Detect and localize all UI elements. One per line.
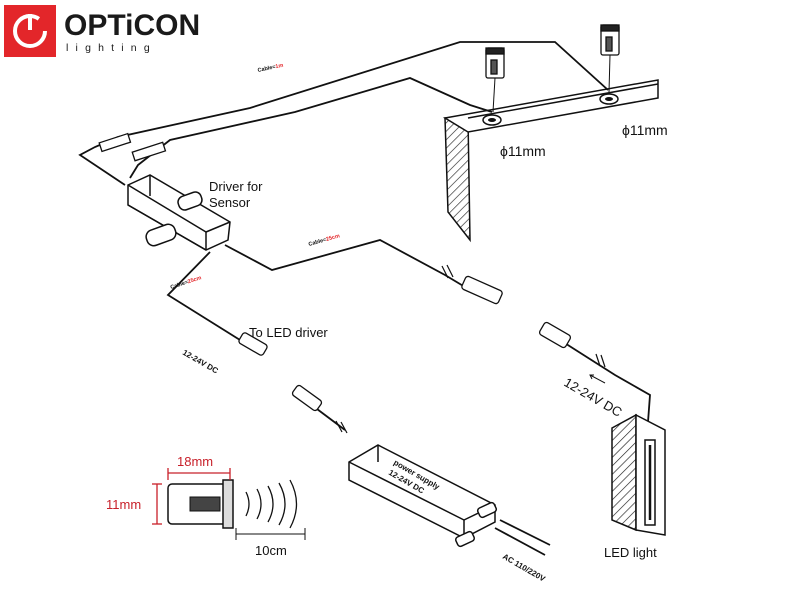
sensor-range-label: 10cm — [255, 543, 287, 558]
power-supply — [348, 444, 498, 548]
cable-connectors — [98, 132, 167, 162]
mount-holes — [482, 93, 619, 126]
dc-plug-psu — [291, 384, 323, 412]
sensor-height-label: 11mm — [106, 497, 141, 512]
driver-label-line1: Driver for — [209, 179, 263, 194]
cable-outputs — [166, 239, 651, 556]
to-led-driver-label: To LED driver — [249, 325, 328, 340]
sensor-driver — [127, 174, 231, 251]
cable-label-left: Cable=25cm — [170, 275, 203, 291]
dc-plug-left — [238, 332, 268, 356]
sensor-b — [600, 24, 620, 93]
brand-tagline: lighting — [66, 42, 157, 54]
voltage-label-left: 12-24V DC — [181, 348, 220, 376]
ac-input-label: AC 110/220V — [501, 552, 547, 584]
voltage-label-right: 12-24V DC — [562, 375, 625, 420]
dc-plug-right — [538, 321, 572, 349]
cable-breaks — [335, 264, 606, 434]
brand-name: OPTiCON — [64, 9, 200, 42]
arrow-icon — [589, 374, 606, 384]
logo-mark — [4, 5, 56, 57]
led-light-label: LED light — [604, 545, 657, 560]
svg-text:12-24V DC: 12-24V DC — [562, 375, 625, 420]
cabinet-shelf — [442, 79, 659, 243]
svg-text:Cable=25cm: Cable=25cm — [170, 275, 203, 291]
dc-plug-middle — [461, 275, 503, 305]
dc-plugs — [238, 275, 572, 412]
svg-text:Cable=1m: Cable=1m — [257, 63, 284, 74]
sensor-width-label: 18mm — [177, 454, 213, 469]
led-light-panel — [611, 413, 666, 536]
cable-label-middle: Cable=25cm — [308, 233, 341, 248]
hole-a-label: ϕ11mm — [500, 143, 546, 159]
cable-label-top: Cable=1m — [257, 63, 284, 74]
sensor-detail — [152, 468, 306, 540]
logo: OPTiCON lighting — [4, 5, 200, 57]
hole-b-label: ϕ11mm — [622, 122, 668, 138]
svg-text:Cable=25cm: Cable=25cm — [308, 233, 341, 248]
driver-label-line2: Sensor — [209, 195, 251, 210]
svg-text:AC 110/220V: AC 110/220V — [501, 552, 547, 584]
sensor-a — [485, 47, 505, 113]
cable-top — [78, 41, 609, 186]
svg-text:12-24V DC: 12-24V DC — [181, 348, 220, 376]
